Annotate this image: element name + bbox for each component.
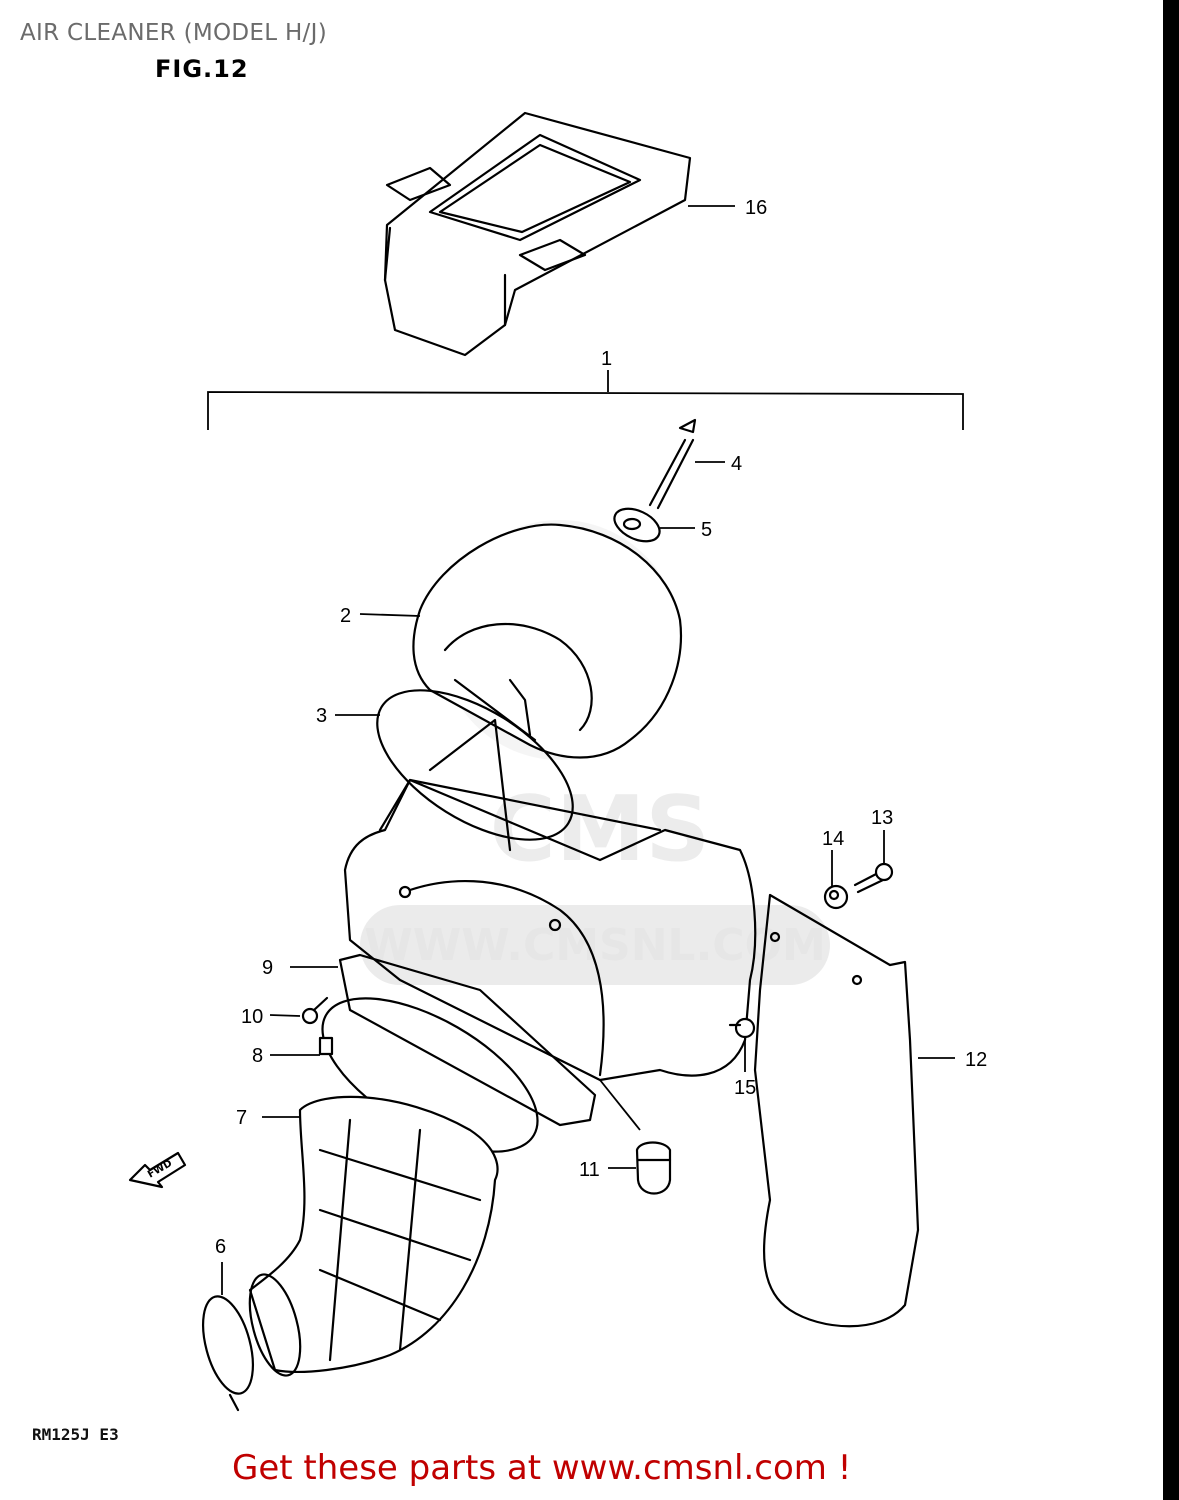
callout-10[interactable]: 10 [241, 1006, 263, 1028]
callout-2[interactable]: 2 [340, 605, 351, 627]
part-2-filter-element[interactable] [412, 523, 682, 759]
part-10-screw[interactable] [301, 996, 329, 1025]
callout-7[interactable]: 7 [236, 1107, 247, 1129]
callout-9[interactable]: 9 [262, 957, 273, 979]
part-6-clamp[interactable] [194, 1291, 262, 1412]
part-16-cover[interactable] [383, 111, 692, 357]
callout-5[interactable]: 5 [701, 519, 712, 541]
callout-12[interactable]: 12 [965, 1049, 987, 1071]
fwd-direction-arrow: FWD [128, 1151, 187, 1189]
callout-1[interactable]: 1 [601, 348, 612, 370]
model-code: RM125J E3 [32, 1425, 119, 1444]
callout-15[interactable]: 15 [734, 1077, 756, 1099]
callout-labels: 1 2 3 4 5 6 7 8 9 10 11 12 13 14 15 16 [215, 197, 987, 1258]
part-9-gasket[interactable] [338, 953, 597, 1127]
callout-13[interactable]: 13 [871, 807, 893, 829]
callout-6[interactable]: 6 [215, 1236, 226, 1258]
callout-11[interactable]: 11 [579, 1159, 600, 1181]
part-7-intake-boot[interactable] [240, 1095, 499, 1381]
assembly-bracket [207, 370, 964, 430]
callout-16[interactable]: 16 [745, 197, 767, 219]
page-title: AIR CLEANER (MODEL H/J) [20, 20, 327, 46]
part-4-wing-bolt[interactable] [648, 418, 697, 510]
promo-link[interactable]: Get these parts at www.cmsnl.com ! [232, 1448, 852, 1488]
watermark-logo: CMS [490, 777, 710, 882]
part-15-grommet[interactable] [728, 1017, 756, 1039]
part-12-side-cover[interactable] [753, 893, 920, 1328]
figure-number: FIG.12 [155, 55, 249, 83]
part-11-drain-cap[interactable] [635, 1141, 672, 1195]
callout-3[interactable]: 3 [316, 705, 327, 727]
part-3-filter-cage[interactable] [353, 660, 598, 870]
part-13-bolt[interactable] [853, 862, 894, 894]
part-14-nut[interactable] [823, 884, 849, 910]
callout-14[interactable]: 14 [822, 828, 844, 850]
part-1-air-box[interactable] [343, 778, 757, 1082]
part-5-seal[interactable] [609, 502, 664, 548]
callout-8[interactable]: 8 [252, 1045, 263, 1067]
right-edge-bar [1163, 0, 1179, 1500]
leader-lines [221, 205, 955, 1295]
callout-4[interactable]: 4 [731, 453, 742, 475]
